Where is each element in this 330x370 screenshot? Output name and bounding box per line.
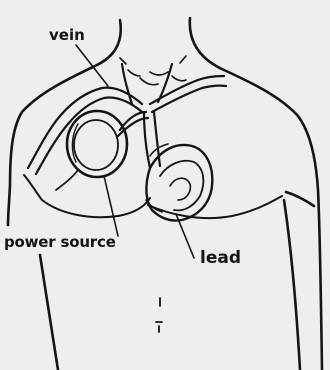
lead-label: lead <box>200 250 241 267</box>
vein-vessels <box>28 64 226 174</box>
power-source-leader-line <box>104 176 118 236</box>
power-source-device <box>67 111 127 177</box>
lead-leader-line <box>176 214 194 258</box>
torso-outline <box>8 18 322 370</box>
vein-leader-line <box>76 45 108 86</box>
power-source-label: power source <box>4 235 116 250</box>
heart <box>146 144 212 221</box>
neck-marks <box>120 56 186 85</box>
vein-label: vein <box>49 28 85 43</box>
midline-marks <box>156 298 162 332</box>
pacing-lead <box>56 112 148 190</box>
